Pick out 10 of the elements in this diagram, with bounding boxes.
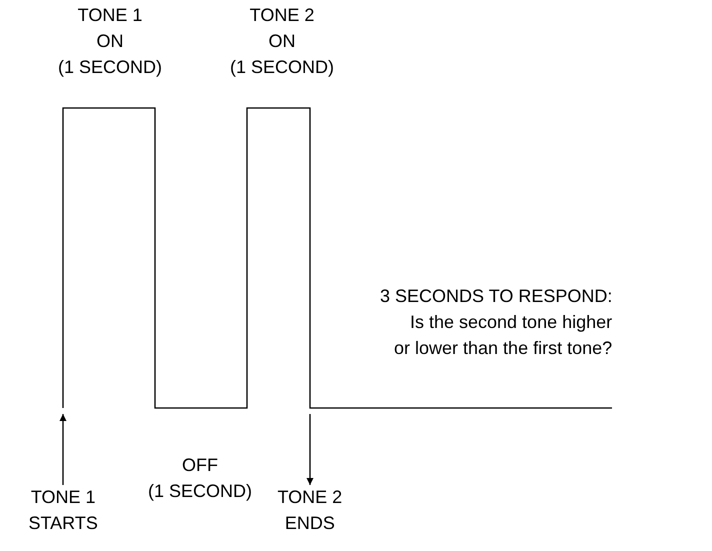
note-text: Is the second tone higher or lower than the first tone? (394, 311, 612, 360)
signal-waveform (62, 107, 612, 409)
event-label: TONE 2 ENDS (278, 484, 342, 536)
note-text: 3 SECONDS TO RESPOND: (380, 285, 612, 308)
timing-label: TONE 2 ON (1 SECOND) (230, 4, 334, 79)
arrow (60, 414, 66, 485)
timing-label: TONE 1 ON (1 SECOND) (58, 4, 162, 79)
timing-label: OFF (1 SECOND) (148, 454, 252, 503)
event-label: TONE 1 STARTS (28, 484, 98, 536)
arrow (306, 414, 314, 485)
